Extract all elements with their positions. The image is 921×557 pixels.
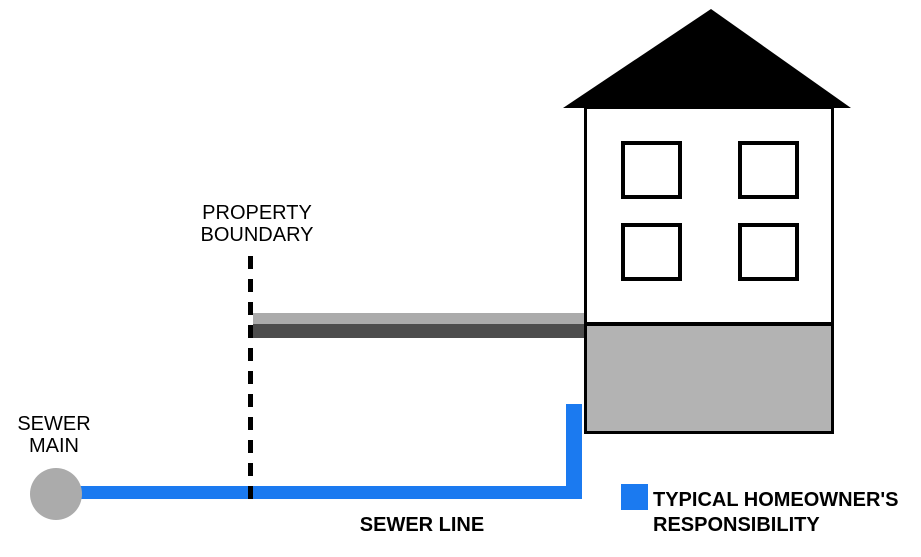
sewer-pipe-horizontal	[56, 486, 582, 499]
sewer-main-label: SEWER MAIN	[4, 413, 104, 457]
legend-label-line1: TYPICAL HOMEOWNER'S	[653, 489, 899, 511]
house-window	[738, 141, 799, 199]
property-boundary-label-line1: PROPERTY	[202, 202, 312, 224]
house-window	[738, 223, 799, 281]
roof-triangle	[563, 9, 851, 108]
house-body	[584, 106, 834, 325]
sewer-line-label: SEWER LINE	[359, 514, 485, 536]
house-roof-icon	[563, 9, 851, 108]
legend-label: TYPICAL HOMEOWNER'S RESPONSIBILITY	[653, 488, 899, 538]
legend-label-line2: RESPONSIBILITY	[653, 514, 820, 536]
ground-bar-dark	[253, 324, 586, 338]
property-boundary-dashed-line	[248, 256, 253, 502]
ground-bar-light	[253, 313, 586, 324]
sewer-main-circle	[30, 468, 82, 520]
legend-swatch	[621, 484, 648, 510]
property-boundary-label: PROPERTY BOUNDARY	[157, 202, 357, 246]
sewer-pipe-vertical	[566, 404, 582, 499]
property-boundary-label-line2: BOUNDARY	[200, 224, 314, 246]
sewer-main-label-line2: MAIN	[29, 435, 79, 457]
house-foundation	[584, 323, 834, 434]
house-window	[621, 223, 682, 281]
sewer-main-label-line1: SEWER	[17, 413, 91, 435]
house-window	[621, 141, 682, 199]
